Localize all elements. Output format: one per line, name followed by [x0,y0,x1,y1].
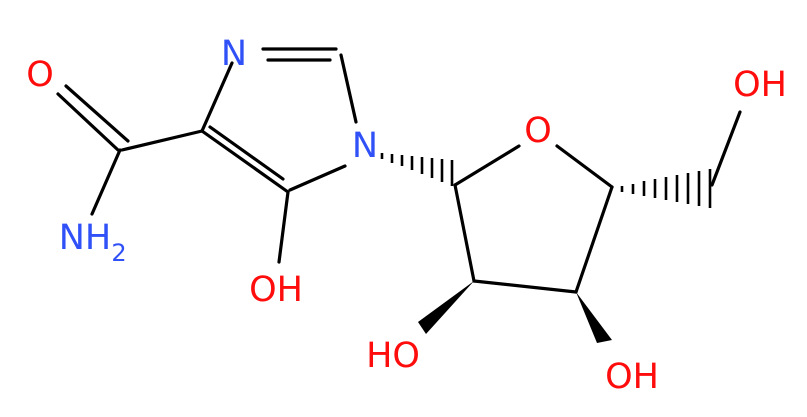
atom-amide-nh-subscript: 2 [111,239,126,267]
atom-ring-o: O [524,111,552,151]
bond-c2p-c3p [472,279,578,294]
bond-camide-o-inner [64,84,130,143]
bond-c1p-o4p [453,144,521,187]
bond-c5-c4-inner [208,125,285,181]
atom-n1: N [352,126,378,166]
hash-n1-c1p [380,153,454,186]
atom-labels: N N O NH 2 OH O OH HO OH [26,34,787,397]
wedge-c2p-oh [418,281,474,334]
atom-amide-nh: NH [59,218,112,258]
bond-camide-n [90,148,122,216]
bond-c2-n1 [339,53,358,124]
bond-c5-oh [277,190,290,264]
bond-c3p-c4p [574,185,614,294]
atom-c5p-oh: OH [733,65,787,105]
bonds [56,47,742,294]
bond-o4p-c4p [555,144,614,189]
atom-c2p-oh: HO [366,336,420,376]
atom-n3: N [221,34,247,74]
atom-c3p-oh: OH [605,357,659,397]
hash-c4p-c5p [620,169,712,208]
bond-camide-o [56,92,120,152]
bond-c4-n3 [200,61,234,133]
atom-amide-o: O [26,55,54,95]
bond-n1-c5 [288,164,347,192]
hashed-bonds [380,153,712,208]
bond-c5p-o [710,110,742,187]
bond-c4-camide [120,129,204,152]
wedge-c3p-oh [576,292,612,343]
bond-c5-c4 [200,129,290,194]
atom-c5-oh: OH [249,270,303,310]
bond-c1p-c2p [453,183,476,283]
wedge-bonds [418,281,612,343]
